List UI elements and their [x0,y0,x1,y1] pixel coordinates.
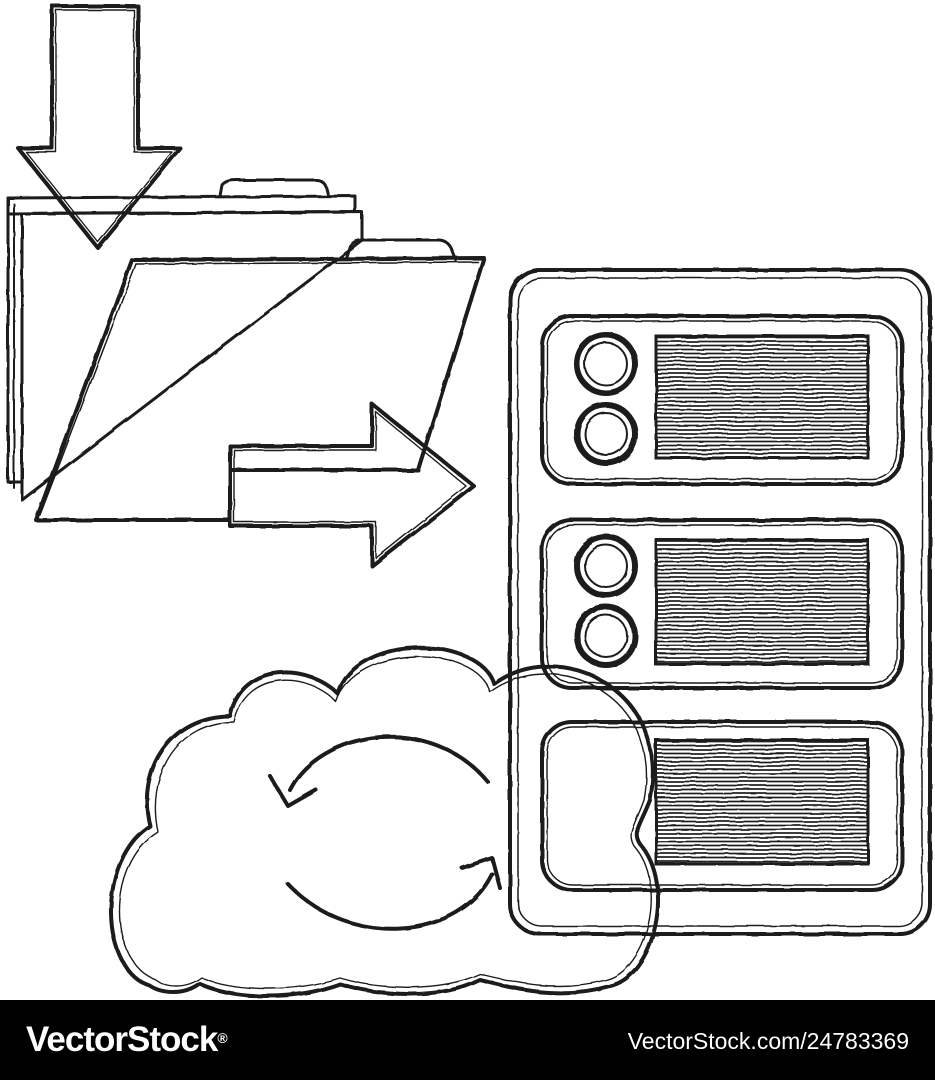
folder-icon [6,178,486,522]
watermark-registered-mark: ® [217,1030,227,1046]
server-unit-3 [540,720,904,892]
server-unit-1 [540,314,904,486]
watermark-brand: VectorStock® [26,1020,228,1060]
watermark-bar: VectorStock® VectorStock.com/24783369 [0,1000,935,1080]
transfer-arrow-icon [228,402,476,568]
server-rack-icon [508,268,932,936]
watermark-brand-name: VectorStock [26,1020,218,1059]
cloud-sync-icon [109,645,661,998]
download-arrow-icon [16,4,182,250]
server-unit-2 [540,518,904,690]
illustration-svg [6,4,932,998]
illustration-canvas [6,4,932,998]
sync-arrows-icon [268,734,502,931]
watermark-stock-id: VectorStock.com/24783369 [627,1028,909,1054]
